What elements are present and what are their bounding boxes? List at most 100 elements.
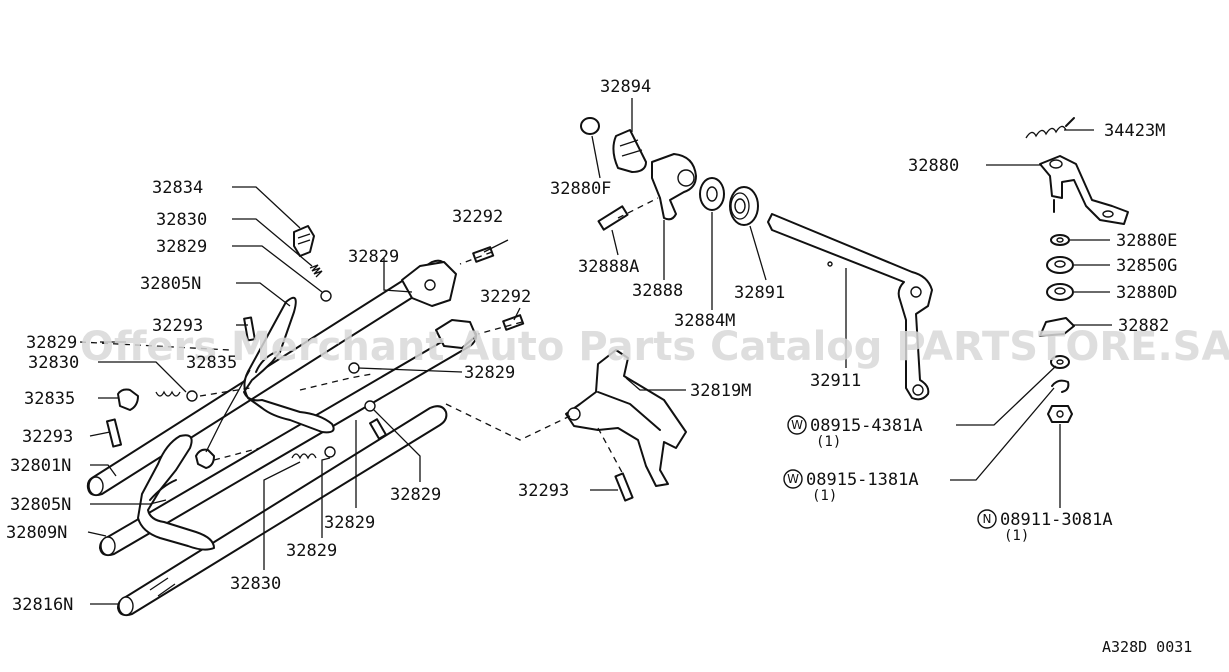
label-32835-fork: 32835 [186,353,237,373]
label-32816N: 32816N [12,595,73,615]
cap-32880F [580,117,600,135]
bracket-32880-hole [1049,159,1063,169]
fastener-number-2: 08915-1381A [806,470,919,490]
assembly-lines [79,197,659,477]
prefix-circle-w2 [783,469,803,489]
leader-lines [87,98,1112,605]
spring-32830-bottom [291,453,317,460]
spring-32830-top [309,264,323,278]
label-32894: 32894 [600,77,651,97]
rod-end-32816N [118,596,134,616]
bolt-32834 [293,225,315,257]
label-32880: 32880 [908,156,959,176]
label-32891: 32891 [734,283,785,303]
label-32829-low: 32829 [286,541,337,561]
seal-32891-hole [734,198,746,214]
prefix-circle-w1 [787,415,807,435]
label-32888A: 32888A [578,257,639,277]
boot-32894 [612,129,647,173]
leader-32834 [232,186,301,229]
leader-32829-top [232,245,323,293]
label-32830-bottom: 32830 [230,574,281,594]
label-32805N-top: 32805N [140,274,201,294]
plate-32882 [1039,317,1075,337]
fastener-number-3: 08911-3081A [1000,510,1113,530]
boot-ribs [619,139,643,157]
leader-32293-left [89,431,111,437]
prefix-n: N [983,512,992,526]
label-32888: 32888 [632,281,683,301]
dash-plug [199,387,251,397]
lever-32911 [767,213,933,401]
dash-plug-2 [213,447,261,461]
fastener-qty-1: (1) [816,434,841,450]
label-32293-right: 32293 [518,481,569,501]
fastener-qty-3: (1) [1004,528,1029,544]
leader-32292-top [483,239,509,253]
leader-32829-low [321,457,331,538]
watermark: Offers Merchant Auto Parts Catalog PARTS… [80,324,1229,370]
prefix-w1: W [791,418,803,432]
dash-fork-to-pin [597,427,625,477]
leader-32880F [591,135,601,179]
prefix-w2: W [787,472,799,486]
pin-32293-top [243,316,256,342]
fork-32819M-edge [597,391,661,431]
label-32834: 32834 [152,178,203,198]
label-32835-left: 32835 [24,389,75,409]
leader-32809N [87,531,107,537]
fork-32819M-body [565,349,687,487]
label-32829-center: 32829 [324,513,375,533]
pin-32293-left [105,418,123,448]
leader-32292-bottom [513,307,521,321]
leader-08915-4381A [956,365,1057,426]
label-32809N: 32809N [6,523,67,543]
right-side-parts [1025,117,1129,423]
dash-mid [299,373,373,391]
ball-32829-bottom [324,446,336,458]
bolt-thread [297,233,311,245]
label-34423M: 34423M [1104,121,1165,141]
fork-arm-line-2 [149,479,177,501]
plug-32835-fork [195,448,215,469]
plug-32835-left [117,388,139,411]
label-32880E: 32880E [1116,231,1177,251]
rod-slot [149,577,176,597]
label-32880F: 32880F [550,179,611,199]
fastener-08915-1381A: W 08915-1381A (1) [783,469,919,504]
label-32801N: 32801N [10,456,71,476]
upper-center-parts [580,117,933,401]
label-32293-top: 32293 [152,316,203,336]
small-parts-left [105,225,634,502]
fork-arm-line [255,351,277,373]
fastener-08915-4381A: W 08915-4381A (1) [787,415,923,450]
arm-32888-bore [677,169,695,187]
label-32292-top: 32292 [452,207,503,227]
spring-32830-left [155,390,181,397]
fastener-labels: W 08915-4381A (1) W 08915-1381A (1) N 08… [783,415,1113,544]
ball-32829-top [320,290,332,302]
leader-32829-right [373,409,421,482]
label-32829-right: 32829 [390,485,441,505]
interlock-pin [369,418,387,440]
label-32829-block: 32829 [348,247,399,267]
label-32292-bottom: 32292 [480,287,531,307]
label-32829-top: 32829 [156,237,207,257]
dash-pin-arm [617,197,659,219]
leader-32805N-bottom [90,499,167,505]
bracket-32880-hole-2 [1102,210,1114,218]
lever-32911-mark [827,261,833,267]
lever-32911-hole-bottom [912,384,924,396]
fork-32819M-hole [567,407,581,421]
label-32819M: 32819M [690,381,751,401]
label-32911: 32911 [810,371,861,391]
leader-32829-mid [357,367,463,373]
label-32293-left: 32293 [22,427,73,447]
rod-end-32809N [100,536,116,556]
label-32830-left: 32830 [28,353,79,373]
fastener-08911-3081A: N 08911-3081A (1) [977,509,1113,544]
washer-32884M-hole [706,186,718,202]
leader-32835-fork [205,369,251,453]
ball-32829-left [186,390,198,402]
